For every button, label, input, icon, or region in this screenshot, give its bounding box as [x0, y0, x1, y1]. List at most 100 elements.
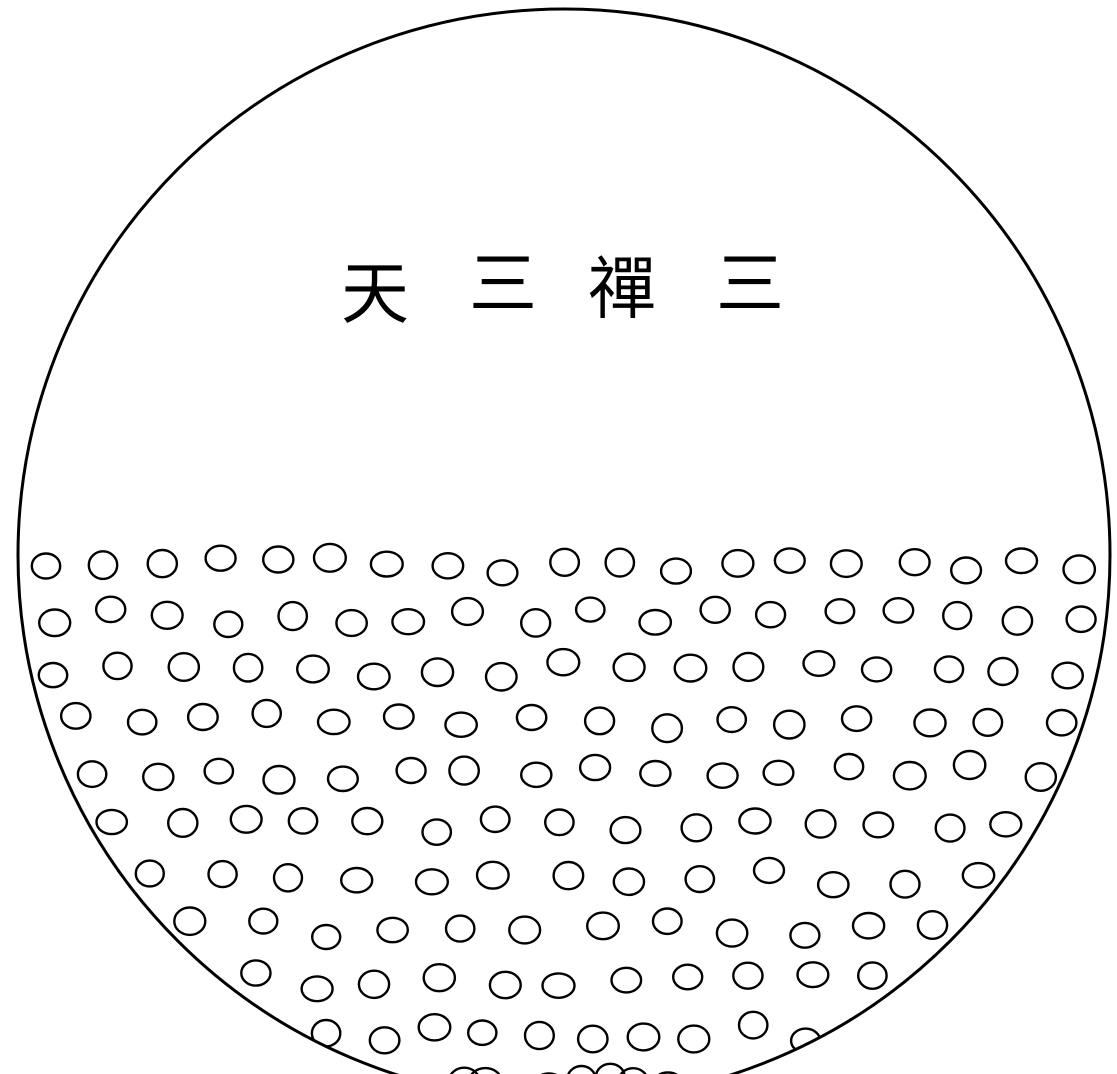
- small-circle: [831, 550, 862, 577]
- small-circle: [914, 710, 945, 737]
- small-circle: [614, 654, 645, 681]
- title-char-4: 三: [716, 246, 784, 325]
- small-circle: [263, 547, 293, 573]
- small-circle: [188, 704, 218, 730]
- small-circle: [509, 917, 540, 944]
- small-circle: [862, 657, 891, 681]
- small-circle: [1026, 763, 1056, 791]
- small-circle: [253, 700, 281, 727]
- title-group: 天 三 禪 三: [341, 246, 784, 335]
- small-circle: [774, 711, 804, 739]
- small-circle: [136, 861, 164, 887]
- small-circle: [279, 602, 307, 630]
- small-circle: [954, 751, 985, 779]
- small-circle: [804, 651, 835, 676]
- small-circle: [249, 909, 277, 934]
- small-circle: [302, 976, 333, 1001]
- small-circle: [169, 653, 199, 681]
- small-circle: [682, 814, 711, 841]
- small-circle: [543, 973, 575, 997]
- small-circle: [673, 965, 702, 990]
- small-circle: [359, 971, 389, 998]
- small-circle: [318, 710, 350, 734]
- small-circle: [943, 602, 971, 629]
- small-circle: [640, 761, 670, 786]
- small-circle: [397, 758, 426, 783]
- small-circle: [377, 918, 407, 942]
- small-circle: [521, 763, 551, 787]
- small-circle: [826, 599, 855, 623]
- small-circle: [206, 546, 236, 571]
- small-circle: [652, 714, 682, 742]
- small-circle: [424, 964, 455, 991]
- small-circle: [708, 763, 738, 787]
- small-circle: [806, 810, 836, 837]
- small-circle: [468, 1020, 496, 1044]
- small-circle: [614, 869, 644, 895]
- small-circle: [1047, 710, 1076, 735]
- title-char-1: 天: [341, 256, 409, 335]
- small-circle: [419, 1014, 451, 1040]
- small-circle: [477, 862, 509, 889]
- small-circle: [596, 1064, 625, 1074]
- small-circle: [578, 1026, 607, 1053]
- small-circle: [274, 864, 302, 891]
- small-circle: [39, 663, 67, 687]
- title-char-2: 三: [469, 246, 537, 325]
- small-circle: [900, 549, 930, 575]
- small-circle: [612, 968, 642, 993]
- small-circle: [97, 810, 127, 834]
- small-circle: [606, 549, 634, 577]
- dot-field: [32, 544, 1096, 1074]
- small-circle: [733, 963, 762, 989]
- small-circle: [790, 923, 819, 948]
- small-circle: [764, 761, 794, 785]
- small-circle: [209, 861, 237, 887]
- small-circle: [525, 1022, 554, 1049]
- small-circle: [143, 764, 173, 790]
- small-circle: [241, 960, 270, 985]
- small-circle: [1064, 555, 1095, 583]
- small-circle: [835, 754, 863, 779]
- small-circle: [371, 552, 403, 577]
- small-circle: [653, 909, 682, 934]
- small-circle: [341, 868, 372, 892]
- small-circle: [452, 598, 483, 625]
- small-circle: [858, 962, 886, 988]
- small-circle: [312, 925, 340, 949]
- small-circle: [39, 610, 70, 637]
- small-circle: [521, 609, 550, 636]
- small-circle: [550, 549, 579, 576]
- small-circle: [490, 972, 521, 998]
- small-circle: [884, 598, 914, 622]
- small-circle: [935, 656, 963, 682]
- small-circle: [486, 663, 517, 690]
- small-circle: [678, 1026, 709, 1053]
- small-circle: [891, 871, 920, 898]
- small-circle: [234, 654, 262, 682]
- small-circle: [936, 815, 965, 842]
- small-circle: [422, 658, 453, 686]
- small-circle: [545, 810, 573, 836]
- small-circle: [148, 550, 177, 577]
- small-circle: [554, 862, 584, 889]
- small-circle: [328, 767, 358, 791]
- small-circle: [864, 813, 894, 838]
- small-circle: [289, 808, 317, 833]
- small-circle: [32, 554, 60, 579]
- small-circle: [576, 598, 604, 622]
- small-circle: [739, 1012, 767, 1039]
- small-circle: [314, 544, 346, 572]
- small-circle: [686, 866, 714, 892]
- small-circle: [661, 559, 691, 584]
- small-circle: [470, 1068, 501, 1074]
- small-circle: [517, 705, 546, 730]
- small-circle: [168, 809, 197, 837]
- small-circle: [1006, 549, 1037, 574]
- small-circle: [951, 558, 981, 584]
- small-circle: [392, 609, 424, 634]
- small-circle: [423, 819, 451, 844]
- small-circle: [853, 913, 884, 938]
- small-circle: [152, 602, 183, 629]
